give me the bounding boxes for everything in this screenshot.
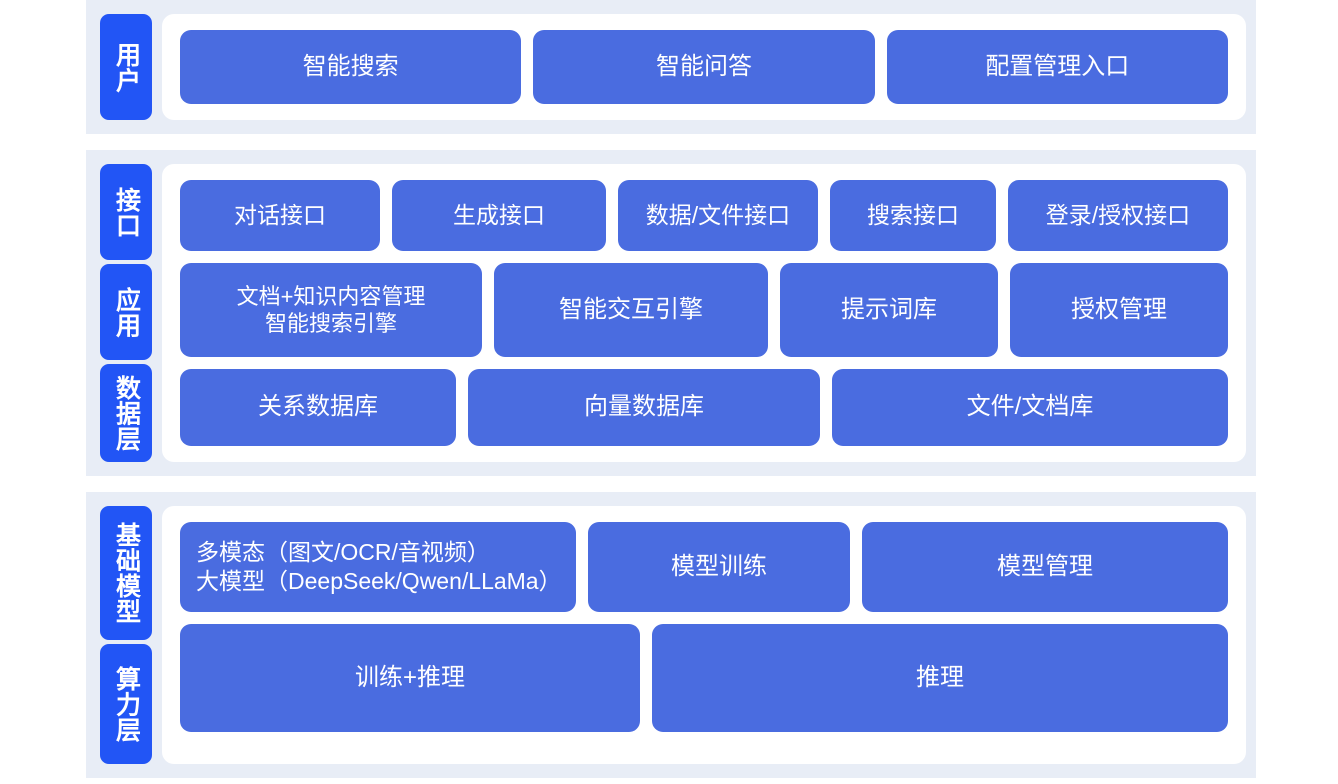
box-prompt-library[interactable]: 提示词库 <box>780 263 998 357</box>
rail-label-application: 应用 <box>100 264 152 360</box>
section-infrastructure: 基础模型 算力层 多模态（图文/OCR/音视频） 大模型（DeepSeek/Qw… <box>86 492 1256 778</box>
panel-middle: 对话接口 生成接口 数据/文件接口 搜索接口 登录/授权接口 文档+知识内容管理… <box>162 164 1246 462</box>
box-multimodal-large-model[interactable]: 多模态（图文/OCR/音视频） 大模型（DeepSeek/Qwen/LLaMa） <box>180 522 576 612</box>
box-smart-qa[interactable]: 智能问答 <box>533 30 875 104</box>
rail-label-interface: 接口 <box>100 164 152 260</box>
row-interface: 对话接口 生成接口 数据/文件接口 搜索接口 登录/授权接口 <box>180 180 1228 252</box>
box-authorization-management[interactable]: 授权管理 <box>1010 263 1228 357</box>
architecture-diagram: 用户 智能搜索 智能问答 配置管理入口 接口 应用 数据层 对话接口 生成接口 … <box>86 0 1256 784</box>
box-smart-search[interactable]: 智能搜索 <box>180 30 522 104</box>
rail-infrastructure: 基础模型 算力层 <box>100 506 152 764</box>
box-search-api[interactable]: 搜索接口 <box>830 180 996 252</box>
row-application: 文档+知识内容管理 智能搜索引擎 智能交互引擎 提示词库 授权管理 <box>180 263 1228 357</box>
box-vector-database[interactable]: 向量数据库 <box>468 368 820 446</box>
rail-user: 用户 <box>100 14 152 120</box>
rail-label-user: 用户 <box>100 14 152 120</box>
box-login-auth-api[interactable]: 登录/授权接口 <box>1008 180 1228 252</box>
rail-middle: 接口 应用 数据层 <box>100 164 152 462</box>
panel-user: 智能搜索 智能问答 配置管理入口 <box>162 14 1246 120</box>
section-user: 用户 智能搜索 智能问答 配置管理入口 <box>86 0 1256 134</box>
row-foundation-model: 多模态（图文/OCR/音视频） 大模型（DeepSeek/Qwen/LLaMa）… <box>180 522 1228 612</box>
panel-infrastructure: 多模态（图文/OCR/音视频） 大模型（DeepSeek/Qwen/LLaMa）… <box>162 506 1246 764</box>
box-smart-interaction-engine[interactable]: 智能交互引擎 <box>494 263 768 357</box>
box-generation-api[interactable]: 生成接口 <box>392 180 606 252</box>
box-training-inference[interactable]: 训练+推理 <box>180 624 640 732</box>
row-compute-layer: 训练+推理 推理 <box>180 624 1228 732</box>
box-file-document-store[interactable]: 文件/文档库 <box>832 368 1228 446</box>
box-config-management-entry[interactable]: 配置管理入口 <box>886 30 1228 104</box>
box-dialog-api[interactable]: 对话接口 <box>180 180 380 252</box>
box-model-training[interactable]: 模型训练 <box>588 522 850 612</box>
section-middle: 接口 应用 数据层 对话接口 生成接口 数据/文件接口 搜索接口 登录/授权接口… <box>86 150 1256 476</box>
rail-label-foundation-model: 基础模型 <box>100 506 152 640</box>
box-data-file-api[interactable]: 数据/文件接口 <box>618 180 818 252</box>
rail-label-data-layer: 数据层 <box>100 364 152 462</box>
row-user-entries: 智能搜索 智能问答 配置管理入口 <box>180 30 1228 104</box>
box-relational-database[interactable]: 关系数据库 <box>180 368 456 446</box>
rail-label-compute-layer: 算力层 <box>100 644 152 764</box>
box-inference[interactable]: 推理 <box>652 624 1228 732</box>
row-data-layer: 关系数据库 向量数据库 文件/文档库 <box>180 368 1228 446</box>
box-model-management[interactable]: 模型管理 <box>862 522 1228 612</box>
box-document-knowledge-management[interactable]: 文档+知识内容管理 智能搜索引擎 <box>180 263 482 357</box>
